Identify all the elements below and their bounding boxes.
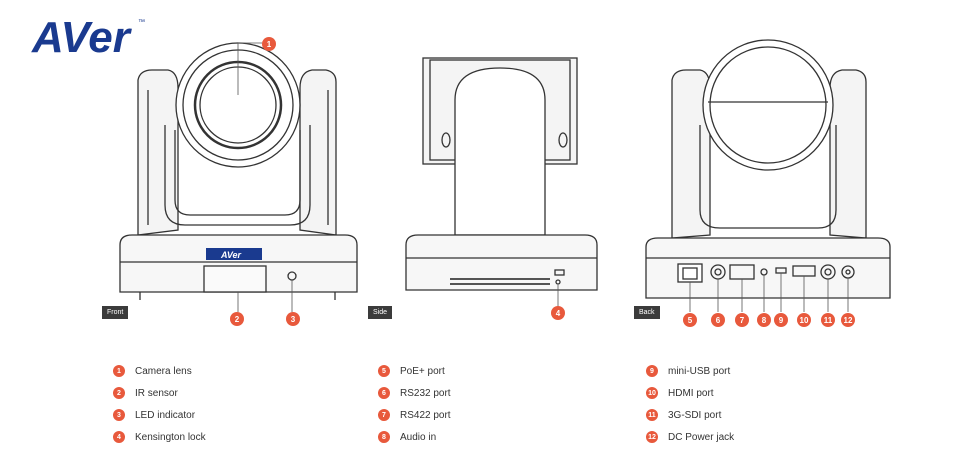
camera-diagram: AVer [119, 39, 891, 312]
legend-number: 5 [378, 365, 390, 377]
legend-label: DC Power jack [668, 431, 735, 443]
back-view-tag: Back [634, 306, 660, 319]
legend-number: 6 [378, 387, 390, 399]
legend-label: Kensington lock [135, 431, 206, 443]
legend-item: 3 LED indicator [113, 404, 206, 426]
legend-item: 2 IR sensor [113, 382, 206, 404]
front-view-drawing: AVer [119, 42, 358, 312]
legend-label: Audio in [400, 431, 437, 443]
legend-label: 3G-SDI port [668, 409, 722, 421]
legend-column-3: 9 mini-USB port 10 HDMI port 11 3G-SDI port… [646, 360, 734, 448]
front-badge: AVer [220, 250, 242, 260]
callout-8: 8 [757, 313, 771, 327]
callout-10: 10 [797, 313, 811, 327]
callout-7: 7 [735, 313, 749, 327]
logo-text: AVer [31, 13, 133, 60]
legend-label: Camera lens [135, 365, 192, 377]
legend-label: RS232 port [400, 387, 451, 399]
callout-2: 2 [230, 312, 244, 326]
legend-number: 4 [113, 431, 125, 443]
callout-12: 12 [841, 313, 855, 327]
legend-number: 12 [646, 431, 658, 443]
legend-label: PoE+ port [400, 365, 445, 377]
legend-label: mini-USB port [668, 365, 731, 377]
legend-item: 12 DC Power jack [646, 426, 734, 448]
legend-item: 10 HDMI port [646, 382, 734, 404]
legend-label: HDMI port [668, 387, 714, 399]
legend-item: 8 Audio in [378, 426, 451, 448]
legend-item: 5 PoE+ port [378, 360, 451, 382]
legend-item: 6 RS232 port [378, 382, 451, 404]
legend-item: 11 3G-SDI port [646, 404, 734, 426]
legend-label: RS422 port [400, 409, 451, 421]
legend-number: 11 [646, 409, 658, 421]
legend-item: 9 mini-USB port [646, 360, 734, 382]
legend-number: 10 [646, 387, 658, 399]
callout-6: 6 [711, 313, 725, 327]
logo-trademark: ™ [138, 19, 145, 26]
callout-9: 9 [774, 313, 788, 327]
legend-label: LED indicator [135, 409, 196, 421]
legend-number: 7 [378, 409, 390, 421]
callout-3: 3 [286, 312, 300, 326]
back-view-drawing [645, 39, 891, 312]
legend-number: 1 [113, 365, 125, 377]
front-view-tag: Front [102, 306, 129, 319]
legend-number: 2 [113, 387, 125, 399]
side-view-tag: Side [368, 306, 393, 319]
callout-4: 4 [551, 306, 565, 320]
legend-item: 1 Camera lens [113, 360, 206, 382]
legend-label: IR sensor [135, 387, 178, 399]
callout-11: 11 [821, 313, 835, 327]
callout-5: 5 [683, 313, 697, 327]
legend-number: 8 [378, 431, 390, 443]
legend-item: 7 RS422 port [378, 404, 451, 426]
legend-column-2: 5 PoE+ port 6 RS232 port 7 RS422 port 8 Audi… [378, 360, 451, 448]
legend-item: 4 Kensington lock [113, 426, 206, 448]
legend-number: 9 [646, 365, 658, 377]
side-view-drawing [405, 57, 598, 312]
callout-1: 1 [262, 37, 276, 51]
legend-column-1: 1 Camera lens 2 IR sensor 3 LED indicator 4… [113, 360, 206, 448]
legend-number: 3 [113, 409, 125, 421]
aver-logo: AVer ™ [31, 13, 145, 60]
